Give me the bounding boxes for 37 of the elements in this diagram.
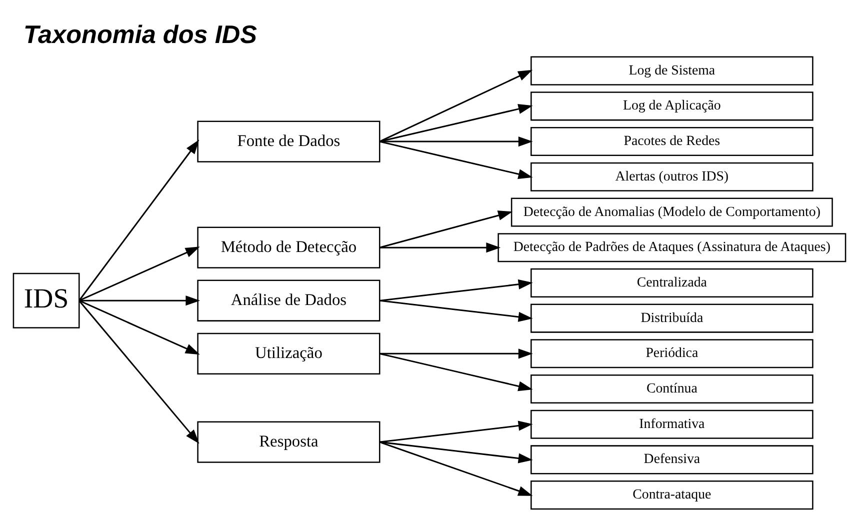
node-box: Resposta — [197, 421, 380, 463]
arrow — [78, 246, 200, 302]
node-box: Contra-ataque — [530, 480, 814, 510]
node-box: Contínua — [530, 374, 814, 404]
arrow — [379, 352, 533, 392]
node-box: Detecção de Anomalias (Modelo de Comportamento) — [510, 198, 833, 227]
node-box: Análise de Dados — [197, 280, 380, 322]
diagram-title: Taxonomia dos IDS — [24, 21, 257, 50]
arrow — [78, 300, 200, 444]
node-box: Log de Sistema — [530, 56, 814, 86]
arrow — [380, 279, 533, 302]
arrow — [380, 242, 501, 253]
node-box: Fonte de Dados — [197, 120, 380, 162]
arrow — [379, 441, 533, 496]
arrow — [78, 140, 200, 302]
node-box: Log de Aplicação — [530, 92, 814, 121]
node-box: Informativa — [530, 410, 814, 439]
arrow — [380, 420, 533, 443]
arrow — [380, 300, 533, 322]
node-box: Alertas (outros IDS) — [530, 162, 814, 192]
arrow — [79, 296, 200, 306]
node-box: Método de Detecção — [197, 226, 380, 268]
arrow — [379, 140, 533, 180]
node-box: Utilização — [197, 332, 380, 374]
node-box: Detecção de Padrões de Ataques (Assinatura de Ataques) — [498, 233, 846, 262]
node-box: Defensiva — [530, 445, 814, 474]
arrow — [380, 348, 533, 359]
arrow — [379, 210, 513, 248]
arrow — [379, 70, 533, 142]
node-box: Pacotes de Redes — [530, 127, 814, 156]
node-box: Periódica — [530, 339, 814, 368]
node-box: Centralizada — [530, 268, 814, 298]
arrow — [380, 441, 533, 464]
node-box: IDS — [12, 272, 80, 328]
arrow — [380, 136, 533, 147]
node-box: Distribuída — [530, 304, 814, 333]
arrow — [78, 300, 200, 355]
